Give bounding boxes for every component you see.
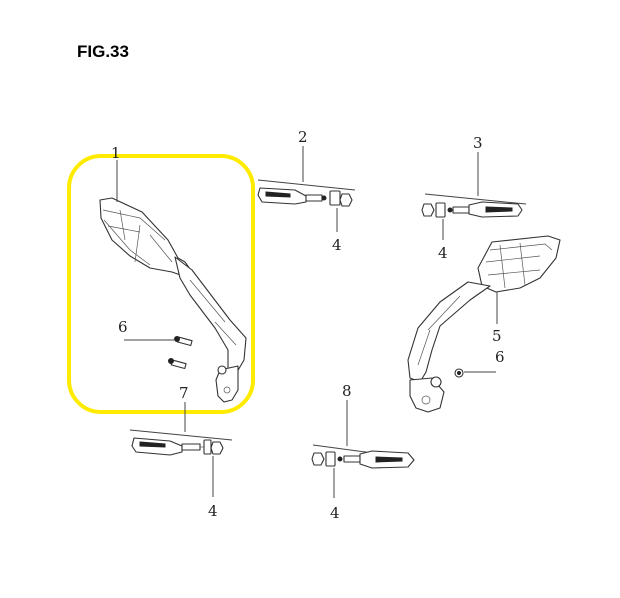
nut-washer-part-4-a[interactable] <box>203 439 224 455</box>
callout-4-a: 4 <box>208 502 218 520</box>
figure-title: FIG.33 <box>77 42 129 61</box>
callout-2: 2 <box>298 128 308 146</box>
screw-part-6-right[interactable] <box>454 368 464 378</box>
turn-signal-part-8[interactable] <box>337 450 415 469</box>
callout-5: 5 <box>492 327 502 345</box>
highlight-box <box>67 154 255 414</box>
callout-7: 7 <box>179 384 189 402</box>
right-mirror-part-5[interactable] <box>407 235 561 413</box>
nut-washer-part-4-b[interactable] <box>329 190 353 207</box>
callout-3: 3 <box>473 134 483 152</box>
nut-washer-part-4-c[interactable] <box>421 202 446 218</box>
turn-signal-part-2[interactable] <box>257 187 327 205</box>
callout-6-right: 6 <box>495 348 505 366</box>
callout-6-left: 6 <box>118 318 128 336</box>
left-mirror-part-1[interactable] <box>99 197 247 403</box>
callout-8: 8 <box>342 382 352 400</box>
callout-4-b: 4 <box>332 236 342 254</box>
nut-washer-part-4-d[interactable] <box>311 451 336 467</box>
callout-4-c: 4 <box>438 244 448 262</box>
callout-1: 1 <box>111 144 121 162</box>
callout-4-d: 4 <box>330 504 340 522</box>
screw-part-6-left[interactable] <box>168 336 193 370</box>
turn-signal-part-3[interactable] <box>447 201 523 218</box>
turn-signal-part-7[interactable] <box>131 437 208 456</box>
